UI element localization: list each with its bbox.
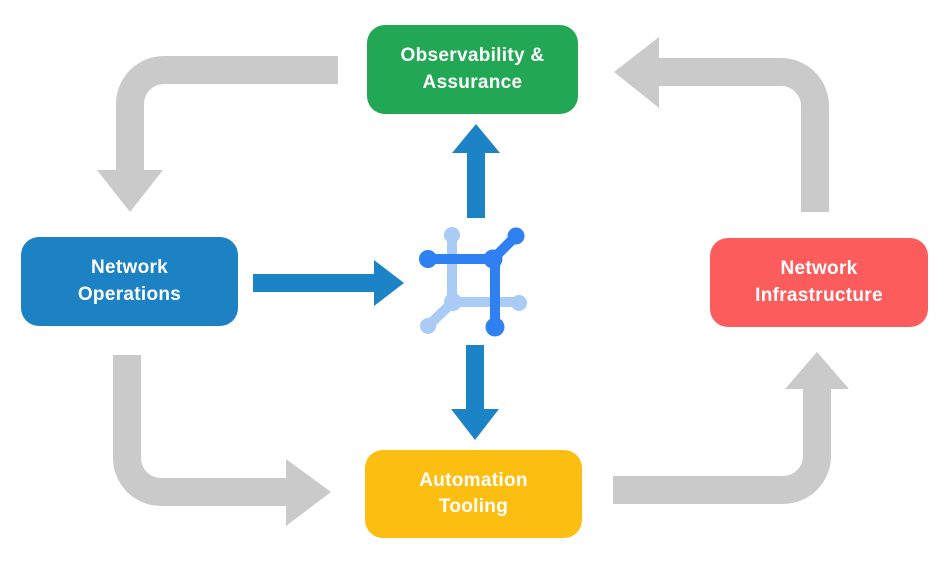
node-network-operations: Network Operations	[21, 237, 238, 326]
arrowhead-up-icon	[452, 124, 500, 153]
network-mesh-icon	[419, 227, 527, 337]
network-mesh-light-nodes	[420, 227, 527, 334]
node-observability-assurance: Observability & Assurance	[367, 25, 578, 114]
node-label: Network Operations	[77, 257, 182, 305]
node-network-infrastructure: Network Infrastructure	[710, 238, 928, 327]
blue-arrow-heads	[374, 124, 500, 440]
gray-arrow-heads	[97, 37, 849, 526]
arrowhead-down-icon	[97, 170, 163, 212]
node-label: Observability & Assurance	[400, 45, 545, 93]
node-automation-tooling: Automation Tooling	[365, 450, 582, 538]
gray-cycle-arrows	[113, 56, 831, 506]
node-label: Automation Tooling	[419, 469, 528, 517]
arrowhead-right-icon	[374, 260, 404, 306]
blue-hub-arrows	[253, 152, 485, 410]
arrow-infrastructure-to-observability	[658, 58, 829, 212]
arrowhead-right-icon	[286, 459, 331, 526]
arrow-operations-to-automation	[113, 355, 287, 506]
arrow-observability-to-operations	[116, 56, 338, 172]
network-mesh-dark-nodes	[419, 227, 525, 337]
node-label: Network Infrastructure	[755, 258, 883, 306]
arrowhead-up-icon	[785, 352, 849, 389]
arrow-automation-to-infrastructure	[613, 387, 831, 504]
arrowhead-left-icon	[614, 37, 659, 108]
arrowhead-down-icon	[451, 409, 499, 440]
